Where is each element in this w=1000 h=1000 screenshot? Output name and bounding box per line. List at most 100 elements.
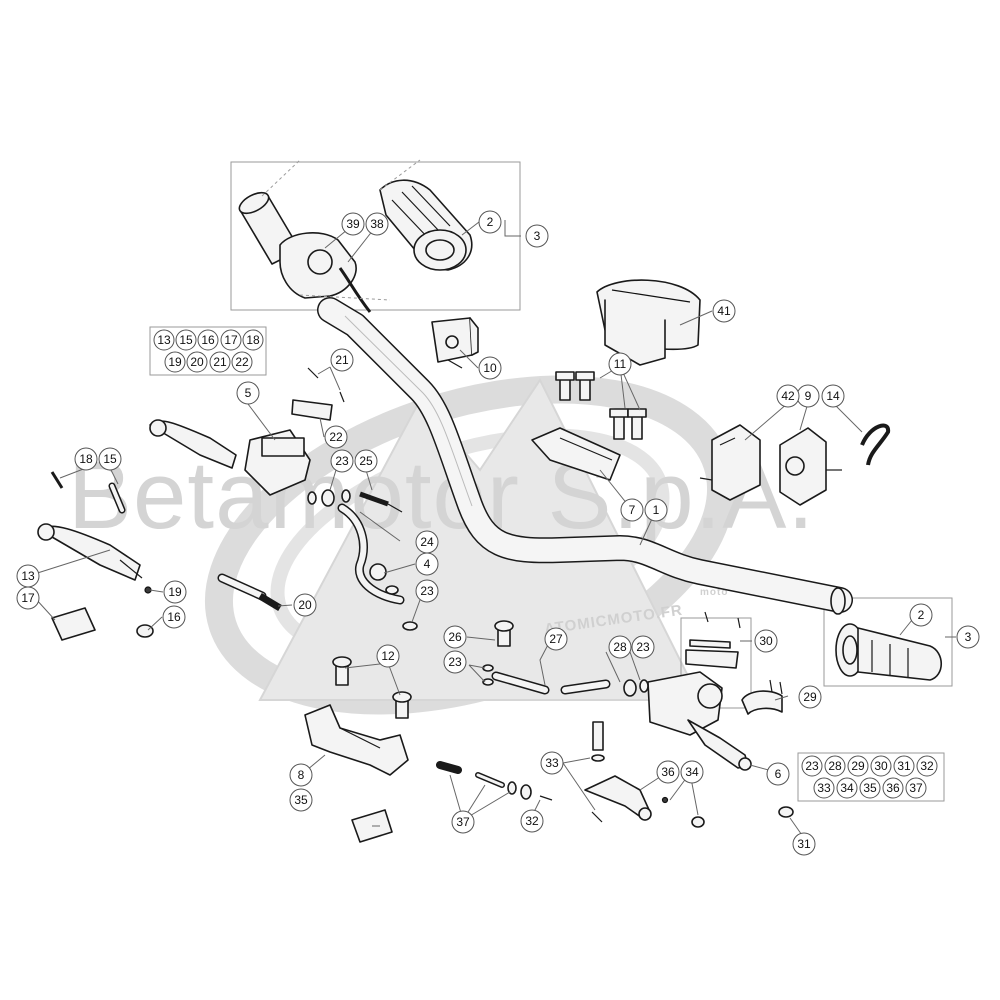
callout-15: 15	[98, 447, 122, 471]
svg-text:9: 9	[805, 389, 812, 403]
callout-13: 13	[16, 564, 40, 588]
svg-text:21: 21	[213, 355, 227, 369]
svg-text:17: 17	[224, 333, 238, 347]
grip-left	[379, 179, 473, 271]
callout-1: 1	[644, 498, 668, 522]
svg-text:19: 19	[168, 355, 182, 369]
kit-right-box	[797, 752, 945, 802]
nut-31	[778, 806, 794, 818]
clamp-29	[741, 679, 783, 715]
switch-42	[699, 424, 761, 501]
lever-36	[584, 721, 705, 828]
throttle-dash-lines	[261, 159, 421, 301]
callout-38: 38	[365, 212, 389, 236]
callout-26: 26	[443, 625, 467, 649]
callout-32: 32	[520, 809, 544, 833]
svg-text:16: 16	[201, 333, 215, 347]
callout-19: 19	[163, 580, 187, 604]
callout-37: 37	[451, 810, 475, 834]
cable-14	[860, 423, 891, 466]
callout-41: 41	[712, 299, 736, 323]
clamp-upper	[531, 427, 621, 481]
svg-text:23: 23	[335, 454, 349, 468]
callout-8: 8	[289, 763, 313, 787]
callout-14: 14	[821, 384, 845, 408]
svg-text:14: 14	[826, 389, 840, 403]
svg-text:20: 20	[298, 598, 312, 612]
svg-text:35: 35	[863, 781, 877, 795]
switch-10	[431, 317, 479, 369]
svg-text:32: 32	[525, 814, 539, 828]
callout-9: 9	[796, 384, 820, 408]
callout-18: 18	[74, 447, 98, 471]
svg-text:29: 29	[851, 759, 865, 773]
svg-text:5: 5	[245, 386, 252, 400]
callout-42: 42	[776, 384, 800, 408]
callout-35: 35	[289, 788, 313, 812]
washers-top	[307, 489, 403, 513]
callout-33: 33	[540, 751, 564, 775]
callout-21: 21	[330, 348, 354, 372]
svg-text:37: 37	[456, 815, 470, 829]
svg-text:30: 30	[759, 634, 773, 648]
callout-2: 2	[909, 603, 933, 627]
callout-6: 6	[766, 762, 790, 786]
callout-16: 16	[162, 605, 186, 629]
bolts-12	[332, 656, 412, 719]
grip-right	[835, 623, 943, 681]
svg-text:20: 20	[190, 355, 204, 369]
svg-text:13: 13	[157, 333, 171, 347]
svg-text:21: 21	[335, 353, 349, 367]
callout-23: 23	[443, 650, 467, 674]
svg-text:2: 2	[918, 608, 925, 622]
svg-text:35: 35	[294, 793, 308, 807]
clutch-reservoir-cap	[291, 367, 345, 421]
svg-text:4: 4	[424, 557, 431, 571]
callout-34: 34	[680, 760, 704, 784]
svg-text:36: 36	[661, 765, 675, 779]
callout-23: 23	[415, 579, 439, 603]
grip-group-box	[823, 597, 953, 687]
callout-3: 3	[956, 625, 980, 649]
svg-text:8: 8	[298, 768, 305, 782]
reservoir-cap-30	[685, 611, 741, 669]
callout-36: 36	[656, 760, 680, 784]
callout-20: 20	[293, 593, 317, 617]
svg-text:3: 3	[534, 229, 541, 243]
svg-text:32: 32	[920, 759, 934, 773]
svg-text:2: 2	[487, 215, 494, 229]
callout-3: 3	[525, 224, 549, 248]
svg-text:16: 16	[167, 610, 181, 624]
svg-text:18: 18	[246, 333, 260, 347]
svg-text:30: 30	[874, 759, 888, 773]
svg-text:28: 28	[613, 640, 627, 654]
svg-text:13: 13	[21, 569, 35, 583]
svg-text:33: 33	[817, 781, 831, 795]
pushrod-37	[436, 761, 553, 801]
callout-11: 11	[608, 352, 632, 376]
clutch-master-cylinder	[149, 419, 311, 496]
svg-text:31: 31	[897, 759, 911, 773]
throttle-grip	[238, 191, 372, 313]
callout-28: 28	[608, 635, 632, 659]
svg-text:33: 33	[545, 756, 559, 770]
svg-text:23: 23	[448, 655, 462, 669]
small-parts-left	[50, 471, 154, 641]
callout-4: 4	[415, 552, 439, 576]
svg-text:22: 22	[235, 355, 249, 369]
svg-text:23: 23	[636, 640, 650, 654]
callout-5: 5	[236, 381, 260, 405]
watermark-logo-word: moto	[700, 587, 728, 598]
svg-text:28: 28	[828, 759, 842, 773]
callout-17: 17	[16, 586, 40, 610]
svg-text:34: 34	[685, 765, 699, 779]
svg-text:1: 1	[653, 503, 660, 517]
bolts-11	[555, 371, 647, 440]
svg-text:39: 39	[346, 217, 360, 231]
svg-text:19: 19	[168, 585, 182, 599]
callout-22: 22	[324, 425, 348, 449]
callout-30: 30	[754, 629, 778, 653]
callout-23: 23	[631, 635, 655, 659]
